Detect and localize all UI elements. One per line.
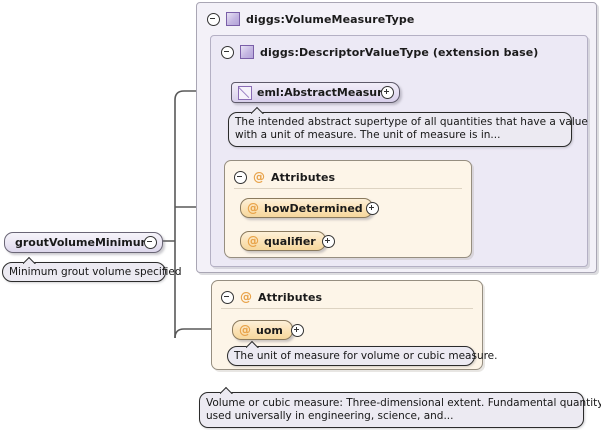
at-sign-icon: @ xyxy=(247,201,259,215)
attribute-howDetermined-expand-icon[interactable] xyxy=(366,202,379,215)
annotation-line-2: with a unit of measure. The unit of meas… xyxy=(235,129,501,141)
at-sign-icon: @ xyxy=(253,170,265,184)
attributes-group-2-separator xyxy=(221,308,473,309)
root-element-collapse-icon[interactable] xyxy=(144,236,157,249)
abstract-element-expand-icon[interactable] xyxy=(381,86,394,99)
attribute-qualifier-label: qualifier xyxy=(264,234,316,248)
attribute-uom-label: uom xyxy=(256,323,283,337)
attribute-uom-annotation: The unit of measure for volume or cubic … xyxy=(227,346,498,366)
attribute-qualifier[interactable]: @ qualifier xyxy=(240,231,326,251)
annotation-line-1: Volume or cubic measure: Three-dimension… xyxy=(206,397,601,409)
attributes-group-1-collapse-icon[interactable] xyxy=(234,170,247,184)
attribute-howDetermined[interactable]: @ howDetermined xyxy=(240,198,373,218)
complex-type-icon xyxy=(226,12,240,26)
attribute-howDetermined-label: howDetermined xyxy=(264,201,363,215)
type-annotation-bottom: Volume or cubic measure: Three-dimension… xyxy=(199,392,601,428)
annotation-line-2: used universally in engineering, science… xyxy=(206,410,454,422)
attributes-group-2-label: Attributes xyxy=(258,290,323,304)
attributes-group-1-separator xyxy=(234,188,462,189)
at-sign-icon: @ xyxy=(240,290,252,304)
inner-type-header: diggs:DescriptorValueType (extension bas… xyxy=(211,39,538,65)
at-sign-icon: @ xyxy=(239,323,251,337)
attribute-qualifier-expand-icon[interactable] xyxy=(322,235,335,248)
attributes-group-1-header: @ Attributes xyxy=(225,164,335,190)
complex-type-icon xyxy=(240,45,254,59)
inner-type-label: diggs:DescriptorValueType (extension bas… xyxy=(260,45,539,59)
abstract-element-AbstractMeasure[interactable]: eml:AbstractMeasure xyxy=(231,82,401,103)
root-element-groutVolumeMinimum[interactable]: groutVolumeMinimum xyxy=(4,232,164,253)
outer-type-label: diggs:VolumeMeasureType xyxy=(246,12,415,26)
annotation-line-1: The intended abstract supertype of all q… xyxy=(235,116,588,128)
attribute-uom-expand-icon[interactable] xyxy=(291,324,304,337)
attribute-uom[interactable]: @ uom xyxy=(232,320,293,340)
attributes-group-2-header: @ Attributes xyxy=(212,284,322,310)
at-sign-icon: @ xyxy=(247,234,259,248)
attributes-group-2-collapse-icon[interactable] xyxy=(221,290,234,304)
outer-type-header: diggs:VolumeMeasureType xyxy=(197,6,414,32)
attributes-group-1-label: Attributes xyxy=(271,170,336,184)
inner-type-collapse-icon[interactable] xyxy=(221,45,234,59)
abstract-element-label: eml:AbstractMeasure xyxy=(257,86,391,99)
outer-type-collapse-icon[interactable] xyxy=(207,12,220,26)
annotation-text: The unit of measure for volume or cubic … xyxy=(234,350,498,362)
annotation-text: Minimum grout volume specified xyxy=(9,266,182,278)
root-element-annotation: Minimum grout volume specified xyxy=(2,262,182,282)
abstract-element-icon xyxy=(238,85,252,100)
root-element-label: groutVolumeMinimum xyxy=(15,236,153,249)
abstract-element-annotation: The intended abstract supertype of all q… xyxy=(228,112,588,147)
